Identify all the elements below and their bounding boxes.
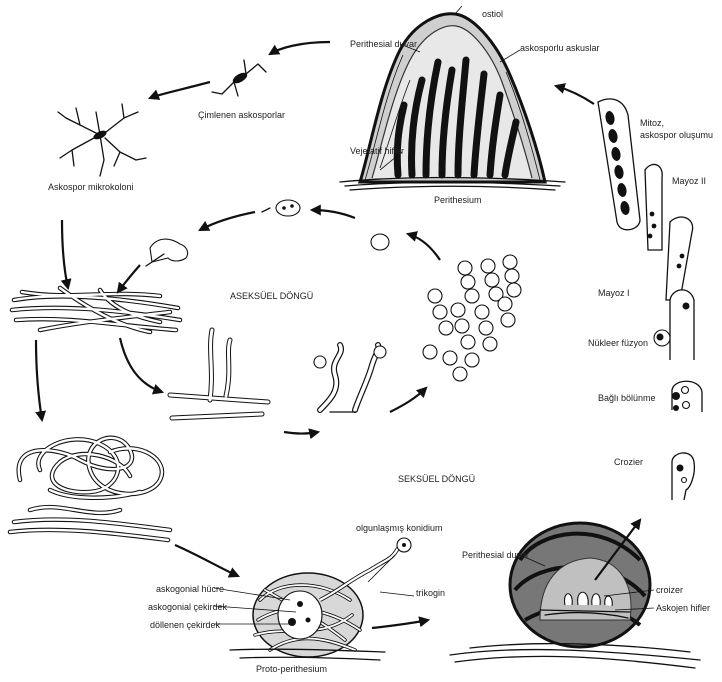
label-ostiol: ostiol: [482, 9, 503, 19]
label-proto-perithesium: Proto-perithesium: [256, 664, 327, 674]
label-cimlenen-askosporlar: Çimlenen askosporlar: [198, 110, 285, 120]
developing-perithecium: [450, 523, 700, 668]
label-askogonial-hucre: askogonial hücre: [156, 584, 224, 594]
label-perithesial-duvar-top: Perithesial duvar: [350, 39, 417, 49]
hyphal-tangle: [10, 438, 170, 540]
perithecium-illustration: [340, 6, 565, 190]
label-perithesium: Perithesium: [434, 195, 482, 205]
germinating-ascospore: [212, 60, 266, 96]
label-olgunlasmis-konidium: olgunlaşmış konidium: [356, 523, 443, 533]
ascospore-microcolony: [58, 104, 146, 176]
label-mitoz-2: askospor oluşumu: [640, 130, 713, 140]
label-trikogin: trikogin: [416, 588, 445, 598]
label-vejetatif-hifler: Vejetatif hifler: [350, 146, 404, 156]
label-mayoz-i: Mayoz I: [598, 288, 630, 298]
label-dollenen-cekirdek: döllenen çekirdek: [150, 620, 221, 630]
ascus-development: [598, 99, 702, 500]
conidiophore-branches: [170, 330, 386, 418]
label-mitoz-1: Mitoz,: [640, 118, 664, 128]
label-mayoz-ii: Mayoz II: [672, 176, 706, 186]
label-croizer: croizer: [656, 585, 683, 595]
conidia-chains: [423, 255, 521, 381]
label-crozier: Crozier: [614, 457, 643, 467]
released-conidia: [146, 200, 389, 266]
label-aseksuel-dongu: ASEKSÜEL DÖNGÜ: [230, 291, 313, 301]
label-perithesial-duvar-bottom: Perithesial duvar: [462, 550, 529, 560]
proto-perithecium: [230, 538, 411, 660]
label-askogonial-cekirdek: askogonial çekirdek: [148, 602, 228, 612]
label-bagli-bolunme: Bağlı bölünme: [598, 393, 656, 403]
label-askojen-hifler: Askojen hifler: [656, 603, 710, 613]
label-seksuel-dongu: SEKSÜEL DÖNGÜ: [398, 474, 475, 484]
mycelium-mat: [12, 288, 180, 332]
label-nukleer-fuzyon: Nükleer füzyon: [588, 338, 648, 348]
label-askospor-mikrokoloni: Askospor mikrokoloni: [48, 182, 134, 192]
label-askosporlu-askuslar: askosporlu askuslar: [520, 43, 600, 53]
